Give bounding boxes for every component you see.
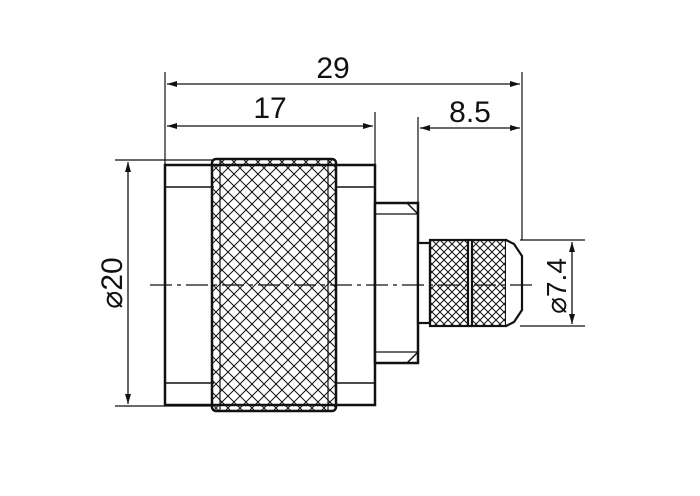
dimension-lines <box>125 81 575 404</box>
extension-lines <box>115 72 585 407</box>
dim-body-diameter: ⌀20 <box>96 257 129 308</box>
neck-outline <box>373 201 420 365</box>
dim-overall-length: 29 <box>316 52 349 85</box>
dim-body-length: 17 <box>253 92 286 125</box>
dim-crimp-diameter: ⌀7.4 <box>541 258 572 314</box>
connector-neck <box>373 201 420 365</box>
crimp-ferrule <box>416 238 524 328</box>
dim-crimp-length: 8.5 <box>449 96 491 129</box>
